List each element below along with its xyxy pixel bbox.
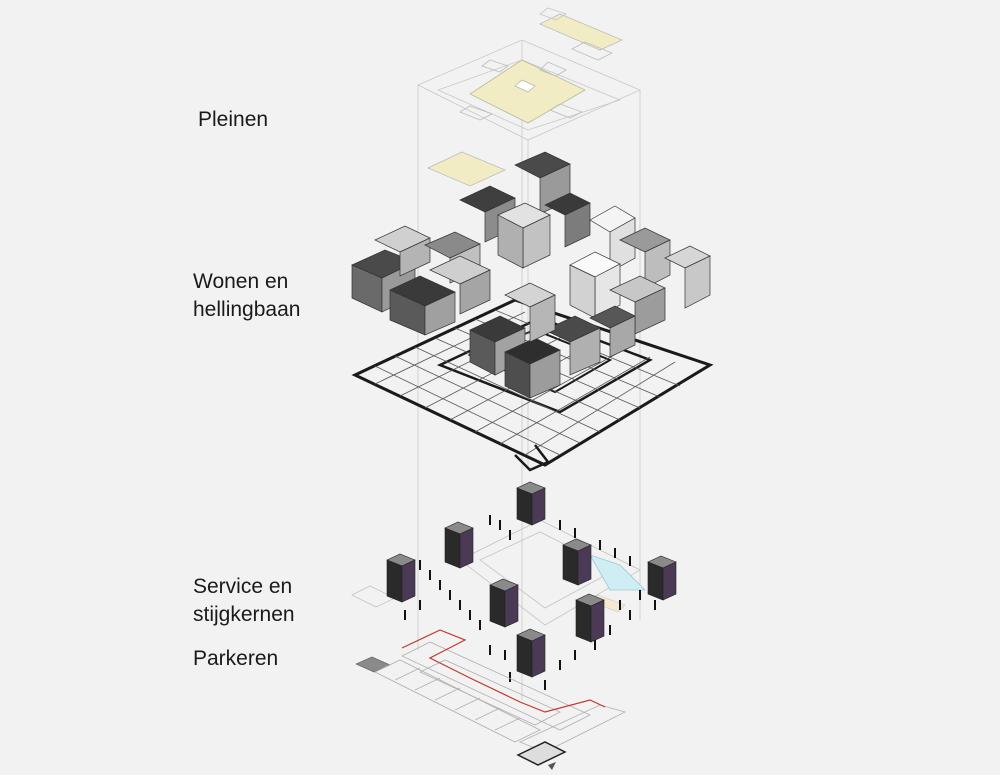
parking-ramp-entry <box>516 741 567 766</box>
plaza-side <box>427 151 506 187</box>
layer-label-service-en-stijgkernen: Service en stijgkernen <box>193 575 295 626</box>
glass-atrium <box>589 554 646 591</box>
plaza-top-small <box>539 13 623 51</box>
stair-cores <box>386 481 677 678</box>
parking-route <box>401 629 606 713</box>
plaza-layer <box>427 7 623 187</box>
service-core-layer <box>351 481 677 690</box>
parking-entrance-block <box>355 656 391 673</box>
parking-bays <box>374 641 627 753</box>
layer-label-wonen-en-hellingbaan: Wonen en hellingbaan <box>193 270 301 321</box>
housing-blocks <box>351 151 711 399</box>
layer-label-pleinen: Pleinen <box>198 108 269 131</box>
housing-layer <box>351 151 714 472</box>
columns <box>404 515 656 690</box>
parking-layer <box>355 629 627 770</box>
layer-label-parkeren: Parkeren <box>193 647 279 670</box>
